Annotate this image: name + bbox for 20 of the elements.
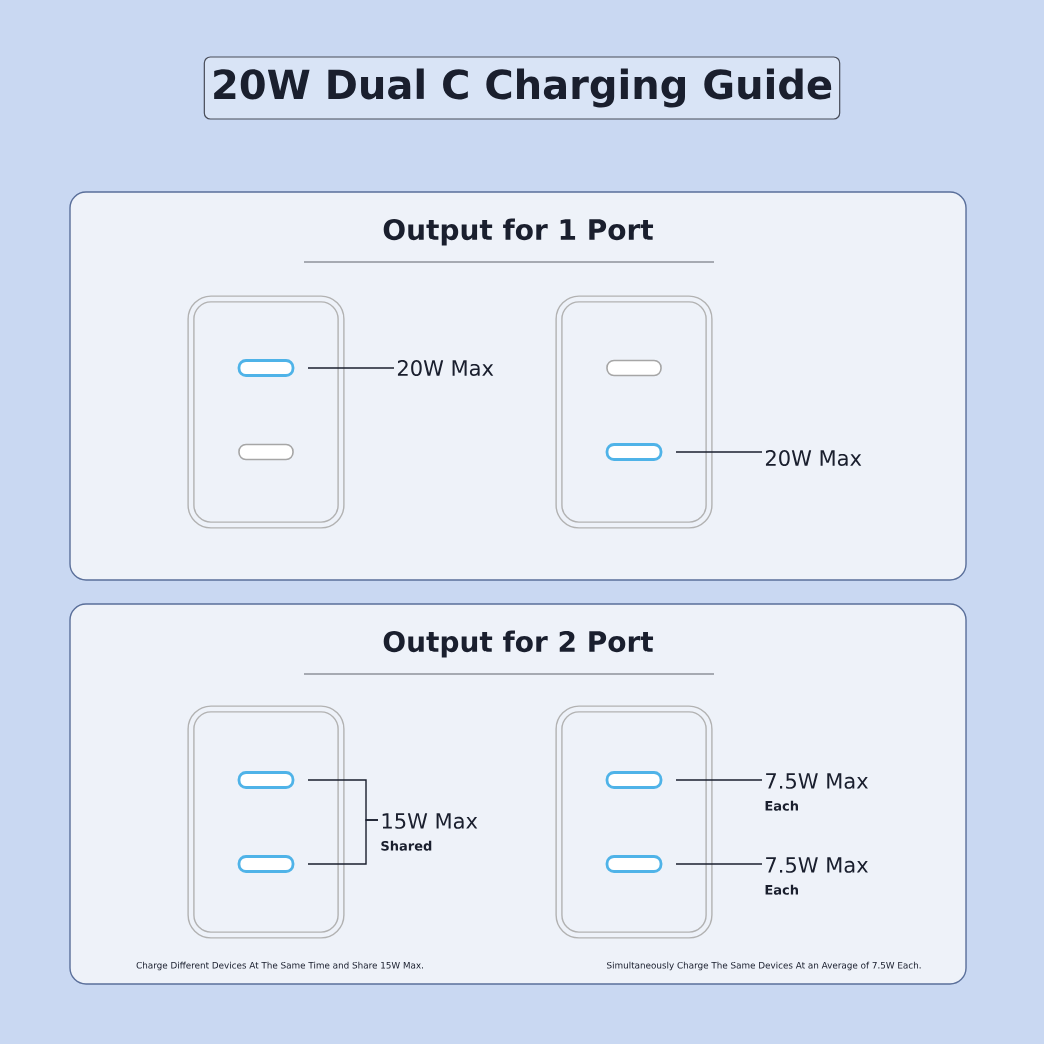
leader-line	[675, 863, 763, 865]
port-slot	[237, 359, 295, 377]
port-slot	[237, 771, 295, 789]
leader-line	[675, 451, 763, 453]
charger-drawing	[187, 705, 345, 939]
power-label: 20W Max	[765, 450, 862, 466]
leader-line	[307, 367, 395, 369]
charger-drawing	[555, 295, 713, 529]
leader-line	[675, 779, 763, 781]
power-label: 20W Max	[397, 360, 494, 376]
port-slot	[605, 771, 663, 789]
charger-drawing	[555, 705, 713, 939]
port-slot	[238, 443, 294, 461]
leader-line	[307, 819, 379, 865]
port-slot	[237, 855, 295, 873]
charger-drawing	[187, 295, 345, 529]
port-slot	[605, 443, 663, 461]
title-box: 20W Dual C Charging Guide	[203, 56, 841, 120]
port-slot	[605, 855, 663, 873]
port-slot	[606, 359, 662, 377]
